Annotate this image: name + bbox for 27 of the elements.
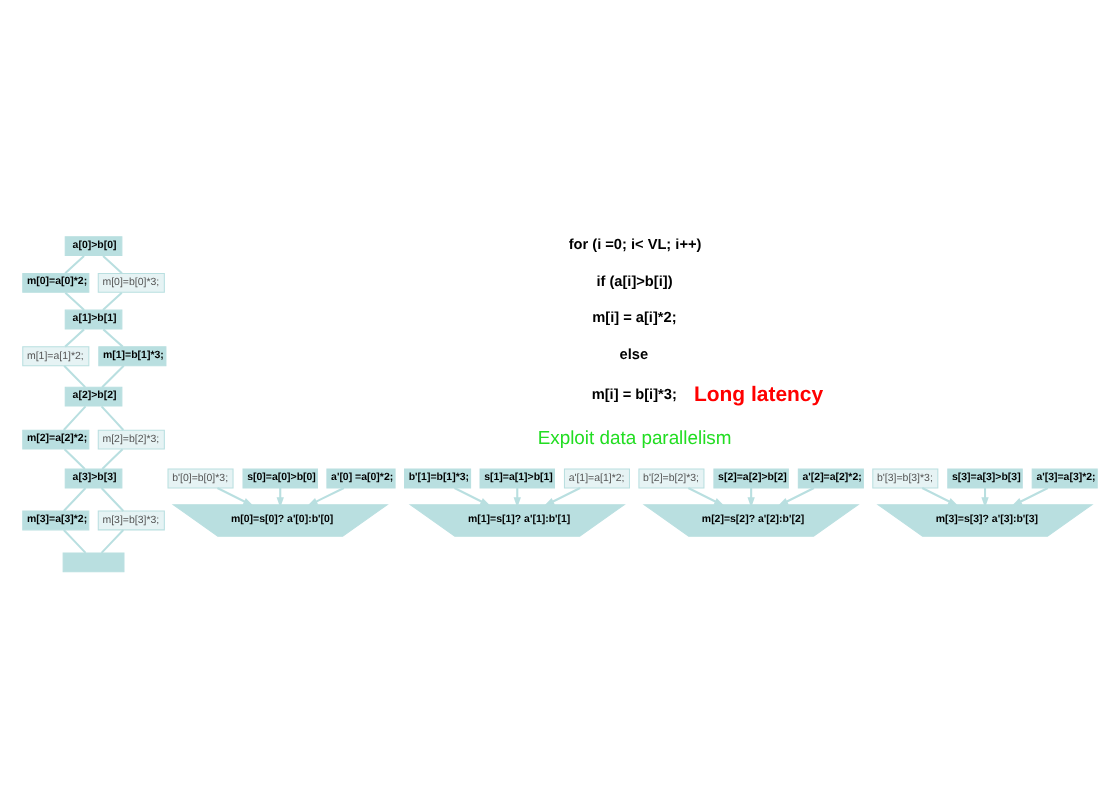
connector [63,405,87,431]
arrow [543,487,581,507]
arrow [216,487,254,507]
arrow [777,487,815,507]
connector [63,448,86,470]
connector [100,487,125,512]
connector [63,365,86,388]
connector [64,255,85,274]
node-box [62,552,125,573]
arrow [921,487,959,507]
arrow [454,487,491,507]
connector [101,448,124,470]
connector [100,405,125,431]
arrow [687,487,725,507]
connector [101,365,125,388]
connector [102,328,124,348]
connector [64,291,85,311]
connector [63,487,87,512]
label: Exploit data parallelism [537,426,732,449]
connector [102,255,123,274]
label: Long latency [693,384,824,407]
arrow [307,487,345,507]
connector [102,291,123,311]
arrow [1011,487,1049,507]
connector [64,328,85,348]
connector [63,529,87,554]
connector [100,529,125,554]
